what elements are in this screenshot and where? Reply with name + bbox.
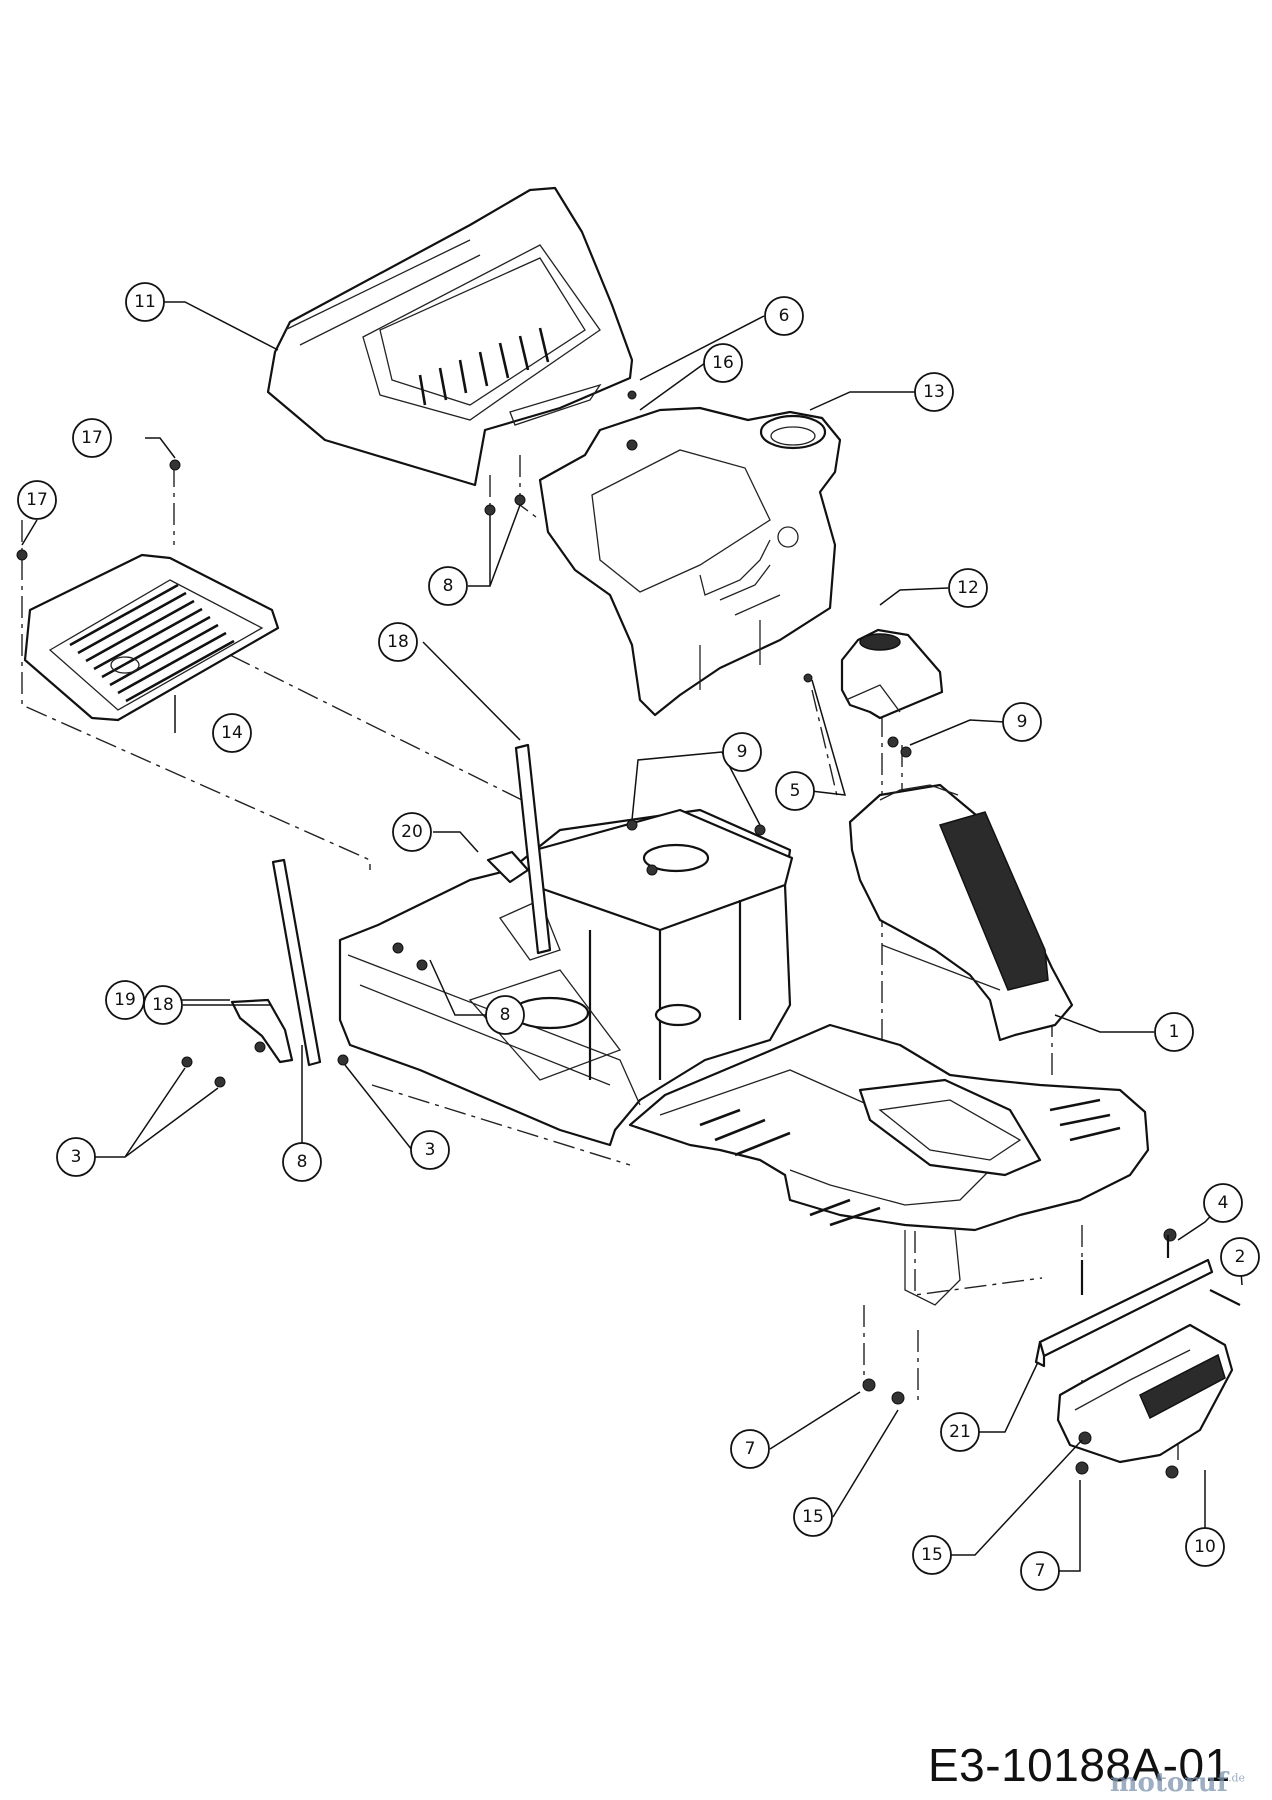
callout-15: 15: [912, 1535, 952, 1575]
watermark-name: motoruf: [1110, 1768, 1228, 1798]
callout-7: 7: [730, 1429, 770, 1469]
svg-text:5: 5: [790, 781, 801, 801]
callout-18: 18: [378, 622, 418, 662]
svg-text:20: 20: [401, 822, 423, 842]
svg-text:10: 10: [1194, 1537, 1216, 1557]
drawing-number: E3-10188A-01: [928, 1739, 1231, 1791]
svg-text:8: 8: [500, 1005, 511, 1025]
svg-text:15: 15: [802, 1507, 824, 1527]
part-21-bracket: [1034, 1258, 1214, 1368]
callout-5: 5: [775, 771, 815, 811]
callout-12: 12: [948, 568, 988, 608]
svg-text:11: 11: [134, 292, 156, 312]
callout-14: 14: [212, 713, 252, 753]
svg-text:16: 16: [712, 353, 734, 373]
chassis-frame: [338, 808, 794, 1147]
svg-text:21: 21: [949, 1422, 971, 1442]
callout-8: 8: [282, 1142, 322, 1182]
callout-20: 20: [392, 812, 432, 852]
part-12-steering-cover: [840, 628, 944, 720]
svg-text:17: 17: [81, 428, 103, 448]
callout-17: 17: [72, 418, 112, 458]
parts-18-19-20-bars: [230, 743, 552, 1067]
svg-text:18: 18: [387, 632, 409, 652]
callout-17: 17: [17, 480, 57, 520]
callout-13: 13: [914, 372, 954, 412]
callout-1: 1: [1154, 1012, 1194, 1052]
lower-body-shell: [628, 1023, 1150, 1306]
svg-text:4: 4: [1218, 1193, 1229, 1213]
part-14-floor-grate: [23, 553, 280, 722]
svg-text:3: 3: [425, 1140, 436, 1160]
callout-15: 15: [793, 1497, 833, 1537]
part-1-column-housing: [848, 783, 1074, 1042]
callout-11: 11: [125, 282, 165, 322]
callout-16: 16: [703, 343, 743, 383]
part-11-hood-panel: [266, 186, 634, 487]
callout-8: 8: [428, 566, 468, 606]
callout-3: 3: [410, 1130, 450, 1170]
svg-text:15: 15: [921, 1545, 943, 1565]
callout-21: 21: [940, 1412, 980, 1452]
svg-text:8: 8: [443, 576, 454, 596]
svg-text:3: 3: [71, 1147, 82, 1167]
svg-text:2: 2: [1235, 1247, 1246, 1267]
svg-text:6: 6: [779, 306, 790, 326]
callouts: 11 6 16 13 17 17 8 12 14 18 9 9 5 20 18 …: [17, 282, 1260, 1591]
svg-text:9: 9: [1017, 712, 1028, 732]
svg-text:1: 1: [1169, 1022, 1180, 1042]
svg-text:9: 9: [737, 742, 748, 762]
watermark-logo: motoruf.de: [1110, 1768, 1245, 1798]
callout-9: 9: [1002, 702, 1042, 742]
svg-text:7: 7: [1035, 1561, 1046, 1581]
callout-18: 18: [143, 985, 183, 1025]
callout-2: 2: [1220, 1237, 1260, 1277]
callout-8: 8: [485, 995, 525, 1035]
svg-text:12: 12: [957, 578, 979, 598]
svg-text:8: 8: [297, 1152, 308, 1172]
callout-9: 9: [722, 732, 762, 772]
callout-19: 19: [105, 980, 145, 1020]
svg-text:13: 13: [923, 382, 945, 402]
watermark-suffix: .de: [1228, 1771, 1246, 1785]
svg-text:17: 17: [26, 490, 48, 510]
callout-10: 10: [1185, 1527, 1225, 1567]
svg-text:14: 14: [221, 723, 243, 743]
svg-text:18: 18: [152, 995, 174, 1015]
svg-text:7: 7: [745, 1439, 756, 1459]
callout-4: 4: [1203, 1183, 1243, 1223]
part-10-front-bumper: [1056, 1323, 1234, 1464]
part-13-dashboard-console: [538, 406, 842, 717]
callout-6: 6: [764, 296, 804, 336]
callout-3: 3: [56, 1137, 96, 1177]
svg-text:19: 19: [114, 990, 136, 1010]
callout-7: 7: [1020, 1551, 1060, 1591]
